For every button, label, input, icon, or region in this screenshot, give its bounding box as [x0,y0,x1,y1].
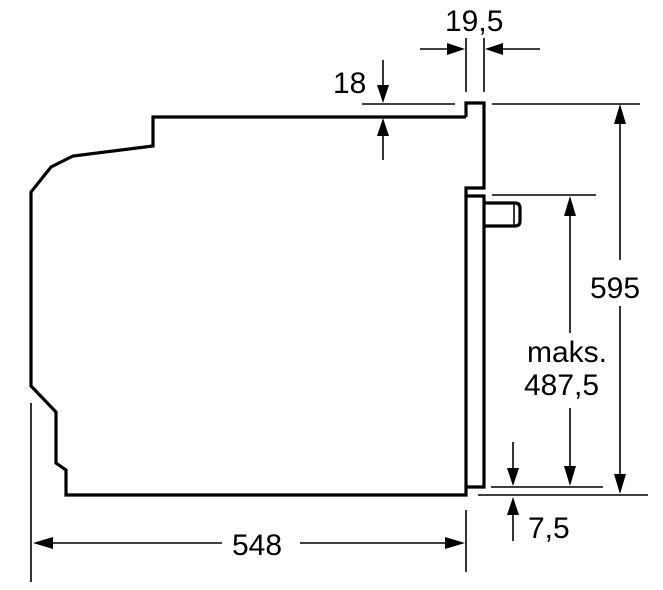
dim-bottom-offset: 7,5 [528,512,570,545]
arrow-up-icon [564,196,576,216]
arrow-right-icon [445,537,465,549]
arrow-left-icon [33,537,53,549]
dim-door-thickness: 19,5 [445,5,503,38]
oven-body-outline [29,101,486,497]
arrow-left-icon [485,43,503,55]
dim-depth: 548 [232,529,282,562]
dim-top-offset: 18 [333,67,366,100]
arrow-down-icon [377,85,389,103]
arrow-down-icon [507,468,519,486]
arrow-up-icon [507,497,519,515]
arrow-up-icon [377,118,389,136]
dim-max-height: 487,5 [524,369,599,402]
dim-total-height: 595 [590,272,640,305]
arrow-right-icon [447,43,465,55]
dim-max-label: maks. [527,336,607,369]
arrow-up-icon [614,104,626,124]
arrow-down-icon [564,466,576,486]
door-handle [484,201,522,228]
arrow-down-icon [614,474,626,494]
